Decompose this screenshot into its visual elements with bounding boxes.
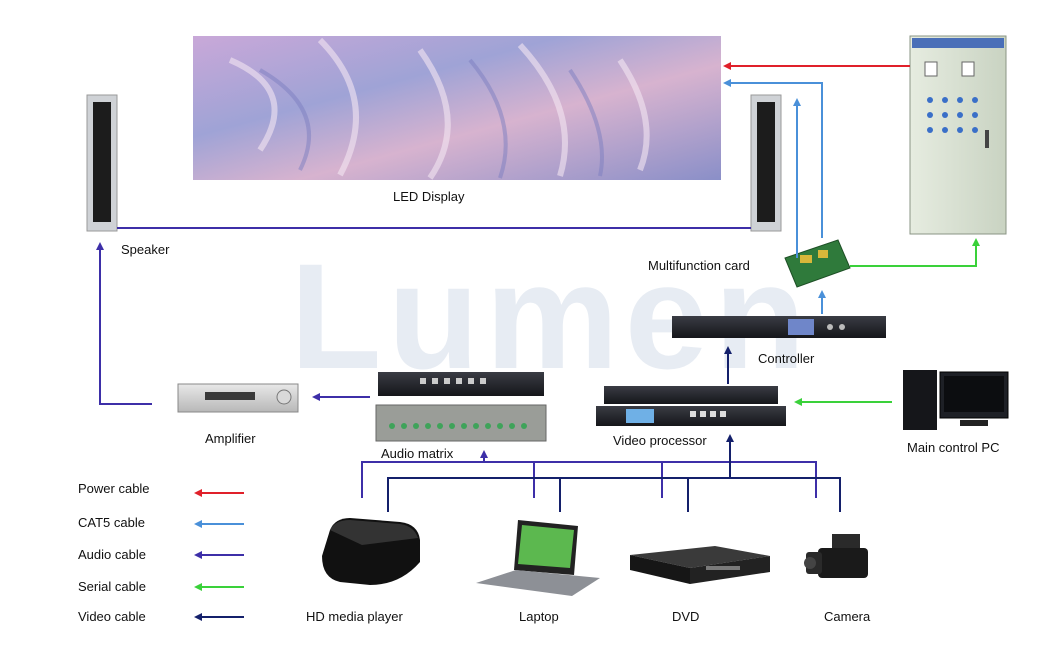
main-control-pc-device	[903, 370, 1009, 430]
label-controller: Controller	[758, 351, 815, 366]
speaker-right	[750, 94, 782, 232]
label-camera: Camera	[824, 609, 871, 624]
video-bus	[387, 434, 841, 512]
audio-cable-amp-speaker	[96, 242, 152, 405]
audio-matrix-device	[375, 372, 547, 442]
hd-media-player-device	[322, 518, 420, 585]
dvd-device	[630, 546, 770, 584]
legend-power-cable: Power cable	[78, 481, 150, 496]
multifunction-card	[784, 239, 851, 288]
video-processor-device	[596, 386, 786, 426]
serial-cable-card-cabinet	[850, 238, 980, 267]
speaker-left	[86, 94, 118, 232]
cat5-cable-line-display	[723, 79, 823, 238]
label-main-control-pc: Main control PC	[907, 440, 1000, 455]
legend-video-cable: Video cable	[78, 609, 146, 624]
legend-cat5-cable: CAT5 cable	[78, 515, 145, 530]
legend-arrows	[194, 489, 244, 621]
audio-bus	[361, 450, 817, 498]
label-speaker: Speaker	[121, 242, 170, 257]
label-hd-media-player: HD media player	[306, 609, 403, 624]
led-display	[193, 36, 721, 180]
controller-device	[672, 316, 886, 338]
label-dvd: DVD	[672, 609, 700, 624]
label-multifunction-card: Multifunction card	[648, 258, 750, 273]
legend-audio-cable: Audio cable	[78, 547, 146, 562]
label-laptop: Laptop	[519, 609, 559, 624]
amplifier-device	[177, 383, 299, 413]
label-led-display: LED Display	[393, 189, 465, 204]
label-video-processor: Video processor	[613, 433, 707, 448]
camera-device	[804, 534, 868, 578]
legend-serial-cable: Serial cable	[78, 579, 146, 594]
label-audio-matrix: Audio matrix	[381, 446, 454, 461]
label-amplifier: Amplifier	[205, 431, 256, 446]
power-cabinet	[909, 35, 1007, 235]
laptop-device	[476, 520, 600, 596]
